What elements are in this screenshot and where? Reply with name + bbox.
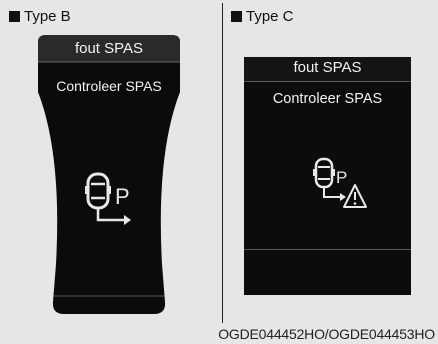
figure-code: OGDE044452HO/OGDE044453HO (218, 326, 435, 342)
panel-divider (222, 3, 223, 323)
square-bullet-icon (231, 10, 242, 22)
type-c-title-bar (244, 57, 411, 82)
type-c-title: fout SPAS (293, 59, 362, 76)
parking-assist-icon: P (85, 172, 131, 225)
type-b-title: fout SPAS (74, 40, 144, 57)
type-b-header: Type B (9, 6, 71, 26)
type-c-message: Controleer SPAS (272, 91, 383, 107)
type-b-display: fout SPAS Controleer SPAS P (32, 34, 186, 316)
square-bullet-icon (9, 10, 20, 22)
parking-assist-warning-icon: P (313, 157, 367, 208)
type-b-display-frame (38, 35, 180, 314)
type-c-display: fout SPAS Controleer SPAS P (244, 57, 411, 295)
type-c-bottom-divider (244, 249, 411, 250)
svg-text:P: P (115, 184, 130, 209)
svg-text:P: P (336, 168, 347, 187)
type-c-header: Type C (231, 6, 294, 26)
type-b-message: Controleer SPAS (56, 78, 162, 94)
type-c-header-label: Type C (246, 7, 294, 25)
type-b-header-label: Type B (24, 7, 71, 25)
